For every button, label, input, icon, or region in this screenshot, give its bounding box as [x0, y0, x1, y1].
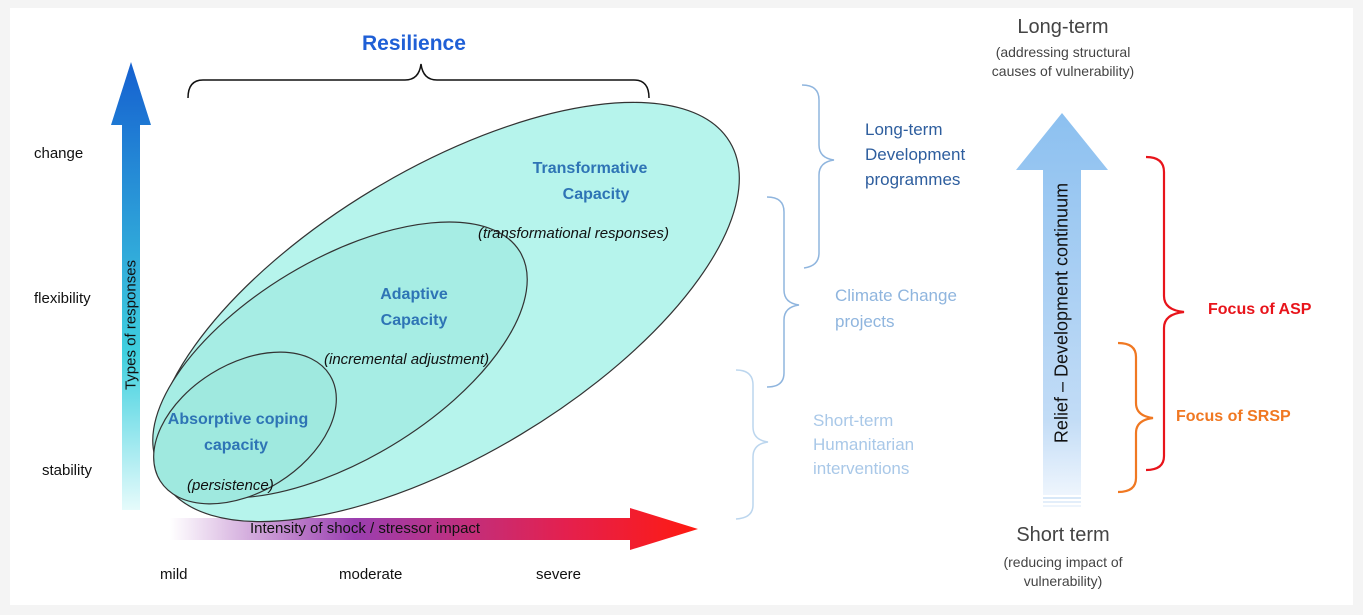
resilience-brace	[187, 63, 650, 99]
x-axis-title: Intensity of shock / stressor impact	[250, 520, 481, 537]
absorptive-ellipse	[153, 351, 337, 505]
short-term-interventions-label: Short-term Humanitarian interventions	[813, 409, 914, 481]
y-level-stability: stability	[42, 462, 93, 479]
long-term-line-1: Long-term	[865, 120, 943, 139]
absorptive-title-1: Absorptive coping	[167, 411, 309, 428]
continuum-bottom-title: Short term	[1016, 524, 1110, 546]
short-term-line-1: Short-term	[813, 411, 894, 430]
transformative-title-1: Transformative	[532, 160, 648, 177]
climate-change-label: Climate Change projects	[835, 283, 957, 335]
adaptive-note: (incremental adjustment)	[324, 351, 490, 368]
resilience-title: Resilience	[362, 32, 466, 55]
continuum-top-sub-1: (addressing structural	[995, 44, 1131, 60]
long-term-line-2: Development	[865, 145, 966, 164]
brace-srsp	[1117, 341, 1154, 494]
short-term-line-3: interventions	[813, 459, 910, 478]
transformative-note: (transformational responses)	[478, 225, 669, 242]
adaptive-title-1: Adaptive	[380, 286, 448, 303]
absorptive-title-2: capacity	[203, 437, 269, 454]
long-term-programmes-label: Long-term Development programmes	[865, 117, 965, 192]
climate-line-1: Climate Change	[835, 286, 957, 305]
brace-asp	[1145, 155, 1185, 472]
continuum-top-title: Long-term	[1017, 16, 1109, 38]
focus-srsp-label: Focus of SRSP	[1176, 408, 1291, 425]
continuum-bottom-sub-1: (reducing impact of	[1003, 554, 1123, 570]
brace-long-term	[801, 84, 835, 269]
adaptive-title-2: Capacity	[380, 312, 448, 329]
y-level-change: change	[34, 145, 84, 162]
continuum-arrow	[1016, 113, 1108, 495]
transformative-title-2: Capacity	[562, 186, 630, 203]
climate-line-2: projects	[835, 312, 895, 331]
brace-short-term	[735, 369, 769, 520]
brace-climate	[766, 196, 800, 388]
long-term-line-3: programmes	[865, 170, 961, 189]
continuum-label: Relief – Development continuum	[1051, 182, 1072, 444]
short-term-line-2: Humanitarian	[813, 435, 915, 454]
x-level-severe: severe	[536, 566, 582, 583]
y-axis-title: Types of responses	[122, 259, 140, 391]
absorptive-note: (persistence)	[187, 477, 274, 494]
x-level-mild: mild	[160, 566, 188, 583]
focus-asp-label: Focus of ASP	[1208, 301, 1312, 318]
y-level-flexibility: flexibility	[34, 290, 91, 307]
y-axis-arrow	[111, 62, 151, 510]
continuum-top-sub-2: causes of vulnerability)	[991, 63, 1135, 79]
x-level-moderate: moderate	[339, 566, 403, 583]
continuum-bottom-sub-2: vulnerability)	[1023, 573, 1103, 589]
